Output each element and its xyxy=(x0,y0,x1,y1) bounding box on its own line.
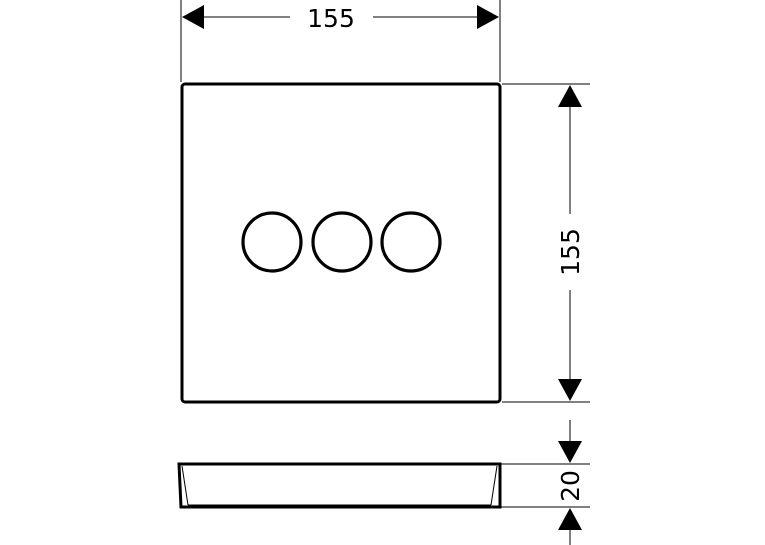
depth-dimension-label: 20 xyxy=(556,470,585,502)
side-profile-outline xyxy=(177,462,502,509)
width-dimension-label: 155 xyxy=(307,4,355,33)
height-dimension: 155 xyxy=(502,83,590,403)
knob-2 xyxy=(311,211,373,273)
knob-group xyxy=(241,211,442,273)
front-plate xyxy=(180,82,502,404)
width-dimension: 155 xyxy=(180,0,501,82)
height-dimension-label: 155 xyxy=(556,228,585,276)
width-arrow-left xyxy=(182,5,204,29)
knob-3 xyxy=(380,211,442,273)
width-arrow-right xyxy=(477,5,499,29)
depth-dimension: 20 xyxy=(500,420,590,545)
height-arrow-top xyxy=(558,85,582,107)
knob-1 xyxy=(241,211,303,273)
side-profile-inner-left xyxy=(181,465,189,506)
depth-arrow-bottom xyxy=(558,508,582,530)
depth-arrow-top xyxy=(558,441,582,463)
height-arrow-bottom xyxy=(558,379,582,401)
side-profile xyxy=(177,462,502,509)
side-profile-inner-right xyxy=(490,465,498,506)
